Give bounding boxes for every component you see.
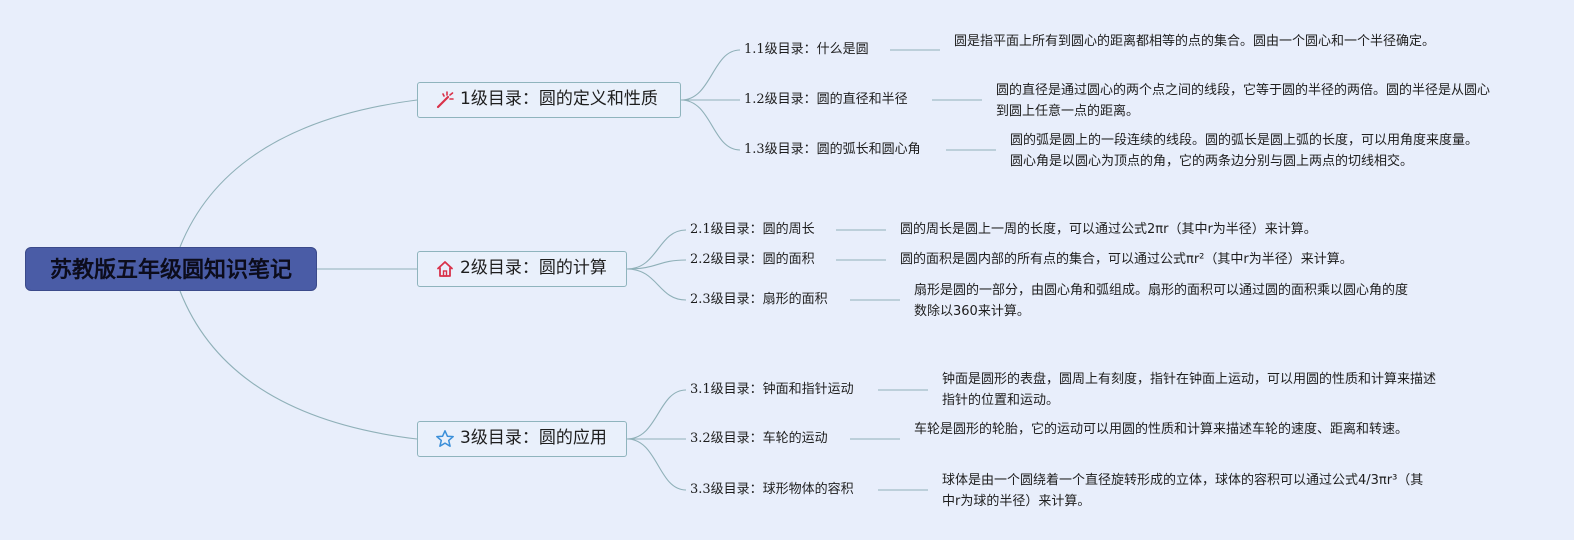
star-icon: [436, 430, 454, 447]
branch-label: 2级目录：圆的计算: [460, 258, 607, 278]
connector-1-3: [680, 99, 741, 151]
subtopic-3-3[interactable]: 3.3级目录：球形物体的容积: [690, 482, 854, 497]
magic-wand-icon: [436, 91, 454, 109]
subtopic-1-1[interactable]: 1.1级目录：什么是圆: [744, 42, 869, 57]
branch-topic-1[interactable]: 1级目录：圆的定义和性质: [417, 82, 681, 118]
branch-topic-2[interactable]: 2级目录：圆的计算: [417, 251, 627, 287]
description-2-3: 扇形是圆的一部分，由圆心角和弧组成。扇形的面积可以通过圆的面积乘以圆心角的度数除…: [914, 283, 1409, 319]
subtopic-2-1[interactable]: 2.1级目录：圆的周长: [690, 222, 815, 237]
description-1-1: 圆是指平面上所有到圆心的距离都相等的点的集合。圆由一个圆心和一个半径确定。: [954, 34, 1436, 49]
subtopic-1-3[interactable]: 1.3级目录：圆的弧长和圆心角: [744, 142, 921, 157]
subtopic-2-2[interactable]: 2.2级目录：圆的面积: [690, 252, 815, 267]
subtopic-2-3[interactable]: 2.3级目录：扇形的面积: [690, 292, 828, 307]
subtopic-1-2[interactable]: 1.2级目录：圆的直径和半径: [744, 92, 908, 107]
connector-2-3: [626, 268, 687, 301]
subtopic-3-1[interactable]: 3.1级目录：钟面和指针运动: [690, 382, 854, 397]
branch-label: 1级目录：圆的定义和性质: [460, 89, 658, 109]
description-3-3: 球体是由一个圆绕着一个直径旋转形成的立体，球体的容积可以通过公式4/3πr³（其…: [942, 473, 1424, 509]
connector-1-1: [680, 49, 741, 101]
description-2-1: 圆的周长是圆上一周的长度，可以通过公式2πr（其中r为半径）来计算。: [900, 222, 1317, 237]
description-3-2: 车轮是圆形的轮胎，它的运动可以用圆的性质和计算来描述车轮的速度、距离和转速。: [914, 422, 1409, 437]
connector-2-2: [626, 259, 687, 270]
description-1-3: 圆的弧是圆上的一段连续的线段。圆的弧长是圆上弧的长度，可以用角度来度量。圆心角是…: [1010, 133, 1479, 169]
connector-3-3: [626, 438, 687, 491]
branch-label: 3级目录：圆的应用: [460, 428, 607, 448]
connector-root-branch-1: [179, 99, 418, 248]
branch-topic-3[interactable]: 3级目录：圆的应用: [417, 421, 627, 457]
connector-root-branch-3: [179, 290, 418, 440]
subtopic-3-2[interactable]: 3.2级目录：车轮的运动: [690, 431, 828, 446]
connector-2-1: [626, 229, 687, 270]
connector-3-1: [626, 389, 687, 440]
root-topic[interactable]: 苏教版五年级圆知识笔记: [25, 247, 317, 291]
description-2-2: 圆的面积是圆内部的所有点的集合，可以通过公式πr²（其中r为半径）来计算。: [900, 252, 1353, 267]
home-icon: [437, 261, 453, 277]
description-1-2: 圆的直径是通过圆心的两个点之间的线段，它等于圆的半径的两倍。圆的半径是从圆心到圆…: [996, 83, 1491, 119]
description-3-1: 钟面是圆形的表盘，圆周上有刻度，指针在钟面上运动，可以用圆的性质和计算来描述指针…: [942, 372, 1437, 408]
